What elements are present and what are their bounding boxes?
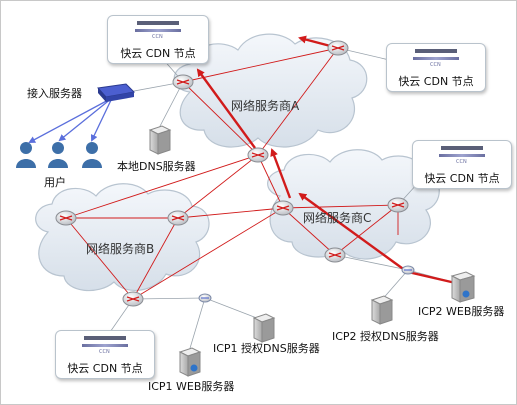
router-icon <box>247 147 269 163</box>
router-icon <box>327 40 349 56</box>
cdn-device-stripe <box>439 154 485 157</box>
router-icon <box>55 210 77 226</box>
access-switch-icon <box>97 83 136 102</box>
cloud-isp-b <box>35 183 210 292</box>
router-icon <box>272 200 294 216</box>
user-icon <box>16 142 36 168</box>
cdn-node-label: 快云 CDN 节点 <box>398 75 474 88</box>
cdn-node-label: 快云 CDN 节点 <box>67 362 143 375</box>
cdn-node-logo: CCN <box>456 159 467 165</box>
access-server-label: 接入服务器 <box>27 87 82 100</box>
cdn-node-card: CCN 快云 CDN 节点 <box>386 43 486 92</box>
switch-icon <box>198 293 212 303</box>
router-icon <box>172 74 194 90</box>
server-icon <box>148 125 172 155</box>
cdn-device-bar <box>441 146 483 150</box>
cdn-node-logo: CCN <box>152 34 163 40</box>
server-icon <box>450 271 476 303</box>
user-icon <box>48 142 68 168</box>
server-icon <box>178 347 202 377</box>
cdn-device-bar <box>137 21 179 25</box>
users-label: 用户 <box>44 176 66 189</box>
switch-icon <box>401 265 415 275</box>
cdn-node-label: 快云 CDN 节点 <box>424 172 500 185</box>
cdn-node-card: CCN 快云 CDN 节点 <box>55 330 155 379</box>
red-links <box>65 47 399 300</box>
cdn-device-bar <box>84 336 126 340</box>
router-icon <box>167 210 189 226</box>
router-icon <box>122 291 144 307</box>
cloud-isp-c <box>267 149 440 260</box>
local-dns-label: 本地DNS服务器 <box>117 160 196 173</box>
user-icon <box>82 142 102 168</box>
cdn-node-card: CCN 快云 CDN 节点 <box>412 140 512 189</box>
cdn-node-logo: CCN <box>99 349 110 355</box>
isp-b-label: 网络服务商B <box>86 242 155 256</box>
isp-c-label: 网络服务商C <box>303 211 372 225</box>
icp1-auth-dns-label: ICP1 授权DNS服务器 <box>213 342 320 355</box>
cdn-device-stripe <box>413 57 459 60</box>
server-icon <box>252 313 276 343</box>
icp2-auth-dns-label: ICP2 授权DNS服务器 <box>332 330 439 343</box>
server-icon <box>370 295 394 325</box>
red-request-path <box>196 35 461 286</box>
cdn-device-stripe <box>135 29 181 32</box>
router-icon <box>324 247 346 263</box>
isp-a-label: 网络服务商A <box>231 99 300 113</box>
router-icon <box>387 197 409 213</box>
cdn-device-stripe <box>82 344 128 347</box>
cdn-node-card: CCN 快云 CDN 节点 <box>107 15 209 64</box>
cdn-device-bar <box>415 49 457 53</box>
blue-user-links <box>28 97 113 143</box>
icp1-web-label: ICP1 WEB服务器 <box>148 380 235 393</box>
cdn-node-logo: CCN <box>430 62 441 68</box>
icp2-web-label: ICP2 WEB服务器 <box>418 305 505 318</box>
cdn-node-label: 快云 CDN 节点 <box>120 47 196 60</box>
